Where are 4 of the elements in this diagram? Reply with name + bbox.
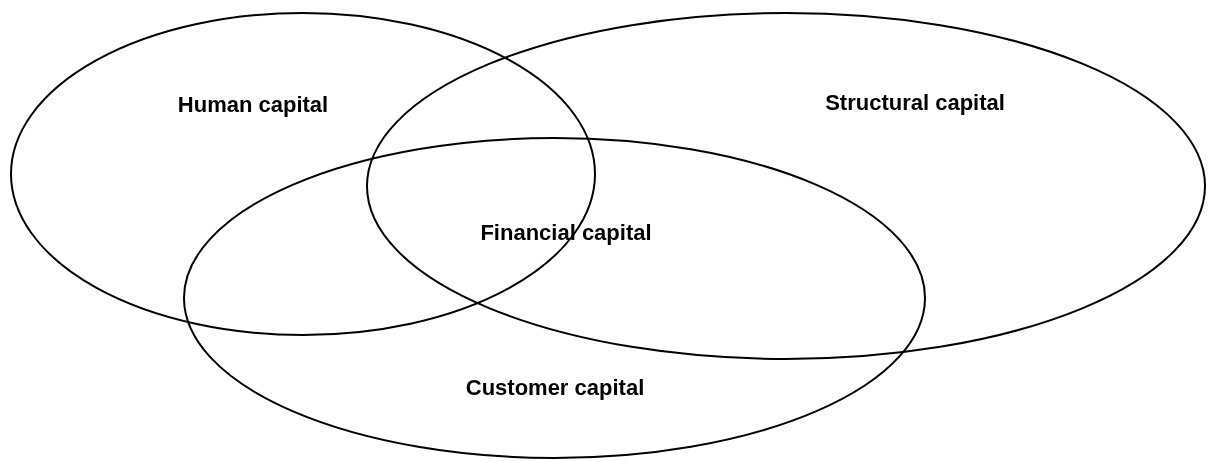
region-label: Structural capital xyxy=(825,90,1005,116)
region-label: Customer capital xyxy=(465,375,645,401)
region-label: Financial capital xyxy=(480,220,652,246)
region-label: Human capital xyxy=(177,92,329,118)
